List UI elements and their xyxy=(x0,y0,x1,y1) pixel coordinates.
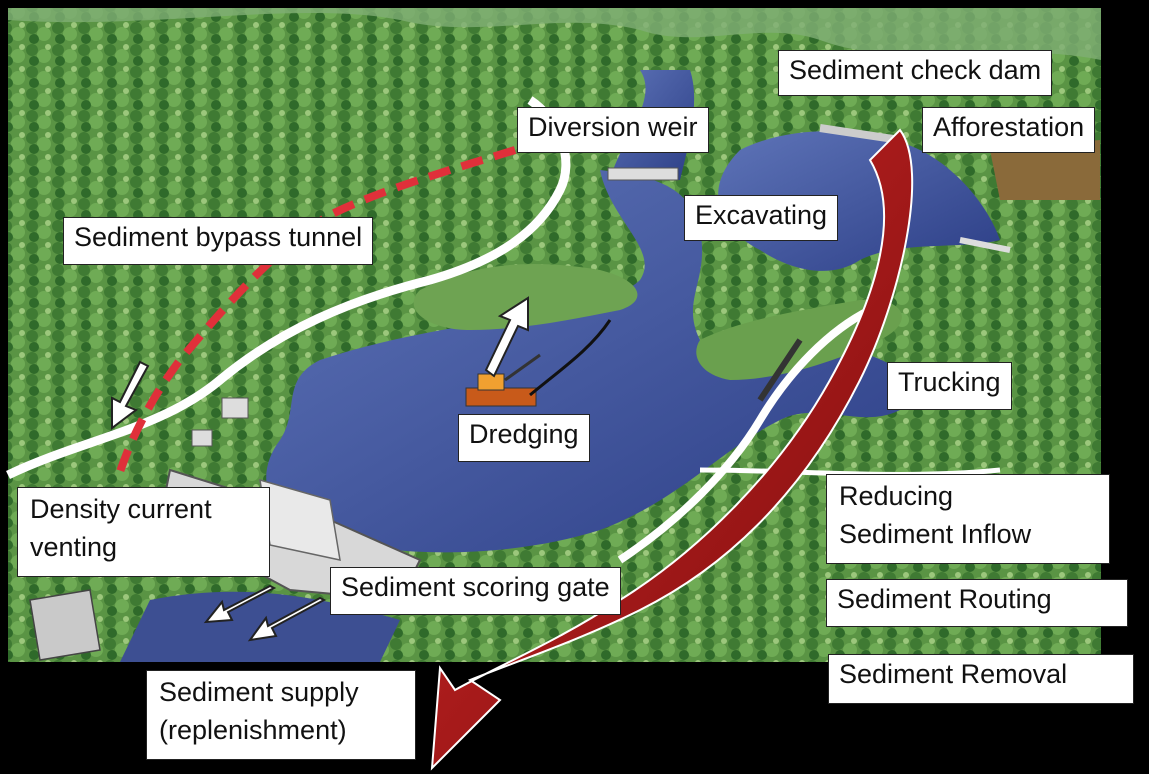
label-sediment-check-dam: Sediment check dam xyxy=(778,50,1052,96)
label-density-current-line2: venting xyxy=(30,528,257,566)
label-sediment-removal: Sediment Removal xyxy=(828,654,1134,704)
label-sediment-bypass-tunnel: Sediment bypass tunnel xyxy=(63,217,373,265)
label-density-current-line1: Density current xyxy=(30,490,257,528)
label-diversion-weir: Diversion weir xyxy=(517,107,709,153)
label-sediment-supply-line2: (replenishment) xyxy=(159,711,403,749)
label-reducing-line1: Reducing xyxy=(839,477,1097,515)
label-sediment-supply-line1: Sediment supply xyxy=(159,673,403,711)
label-dredging: Dredging xyxy=(458,414,590,462)
label-reducing-sediment-inflow: Reducing Sediment Inflow xyxy=(826,474,1110,564)
label-excavating: Excavating xyxy=(684,195,838,241)
label-afforestation: Afforestation xyxy=(922,107,1095,153)
label-sediment-scoring-gate: Sediment scoring gate xyxy=(330,567,621,615)
label-sediment-routing: Sediment Routing xyxy=(826,579,1128,627)
label-trucking: Trucking xyxy=(887,362,1012,410)
label-sediment-supply: Sediment supply (replenishment) xyxy=(146,670,416,760)
label-reducing-line2: Sediment Inflow xyxy=(839,515,1097,553)
label-density-current-venting: Density current venting xyxy=(17,487,270,577)
